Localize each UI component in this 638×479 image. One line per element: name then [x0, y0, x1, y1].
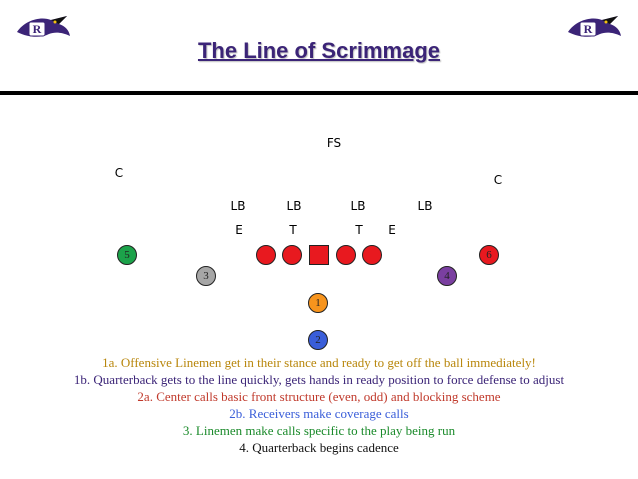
ravens-logo-icon: R	[568, 16, 621, 37]
page-title: The Line of Scrimmage	[197, 38, 441, 63]
lineman-red-circle	[282, 245, 302, 265]
lineman-red-circle	[256, 245, 276, 265]
receiver-5-circle: 5	[117, 245, 137, 265]
lineman-red-circle	[336, 245, 356, 265]
linebacker-2-label: LB	[286, 199, 302, 213]
ravens-logo-icon: R	[17, 16, 70, 37]
cornerback-right-label: C	[493, 173, 503, 187]
free-safety-label: FS	[326, 136, 342, 150]
tackle-right-label: T	[355, 223, 363, 237]
tackle-left-label: T	[289, 223, 297, 237]
lineman-red-circle	[362, 245, 382, 265]
note-2a: 2a. Center calls basic front structure (…	[137, 389, 501, 404]
linebacker-3-label: LB	[350, 199, 366, 213]
linebacker-1-label: LB	[230, 199, 246, 213]
linebacker-4-label: LB	[417, 199, 433, 213]
header-divider	[0, 91, 638, 95]
runningback-2-circle: 2	[308, 330, 328, 350]
quarterback-1-circle: 1	[308, 293, 328, 313]
note-4: 4. Quarterback begins cadence	[239, 440, 399, 455]
receiver-6-circle: 6	[479, 245, 499, 265]
notes-block: 1a. Offensive Linemen get in their stanc…	[0, 354, 638, 456]
end-left-label: E	[235, 223, 243, 237]
note-3: 3. Linemen make calls specific to the pl…	[182, 423, 456, 438]
player-3-circle: 3	[196, 266, 216, 286]
end-right-label: E	[388, 223, 396, 237]
player-4-circle: 4	[437, 266, 457, 286]
svg-text:R: R	[584, 22, 593, 36]
cornerback-left-label: C	[114, 166, 124, 180]
note-1b: 1b. Quarterback gets to the line quickly…	[73, 372, 565, 387]
note-1a: 1a. Offensive Linemen get in their stanc…	[102, 355, 536, 370]
svg-text:R: R	[33, 22, 42, 36]
note-2b: 2b. Receivers make coverage calls	[229, 406, 409, 421]
center-red-square	[309, 245, 329, 265]
